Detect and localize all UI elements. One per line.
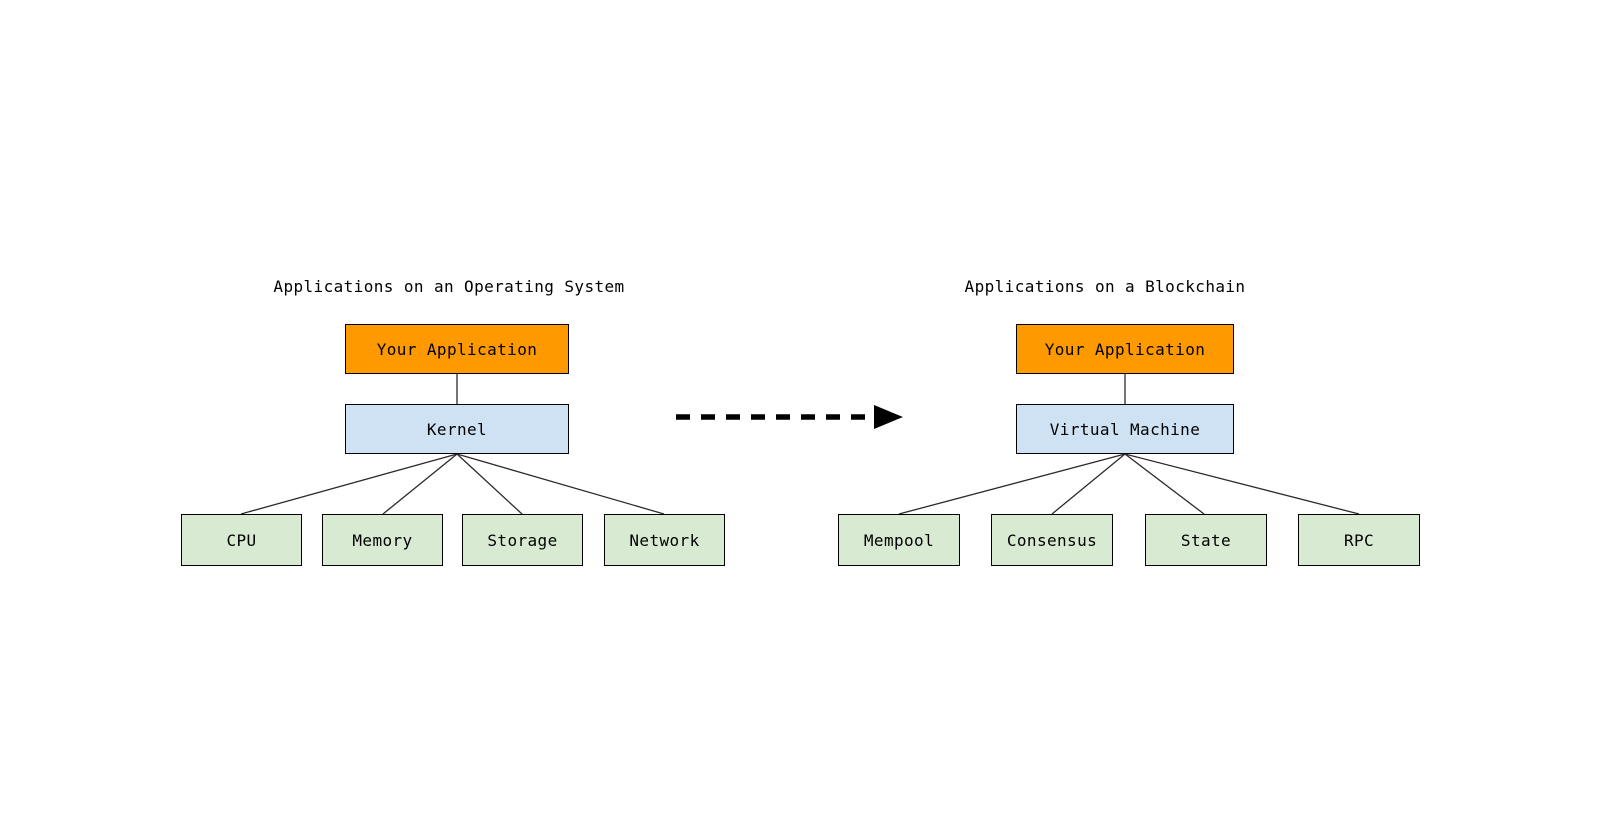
left-kernel-box: Kernel xyxy=(345,404,569,454)
right-your-application-box: Your Application xyxy=(1016,324,1234,374)
left-diagram-title: Applications on an Operating System xyxy=(273,277,625,296)
leaf-box-storage: Storage xyxy=(462,514,583,566)
leaf-label-memory: Memory xyxy=(352,530,413,550)
right-virtual-machine-box: Virtual Machine xyxy=(1016,404,1234,454)
leaf-label-mempool: Mempool xyxy=(863,530,935,550)
left-your-application-box: Your Application xyxy=(345,324,569,374)
leaf-label-state: State xyxy=(1180,530,1232,550)
leaf-label-cpu: CPU xyxy=(226,530,257,550)
leaf-label-consensus: Consensus xyxy=(1006,530,1098,550)
right-virtual-machine-label: Virtual Machine xyxy=(1049,419,1201,439)
right-your-application-label: Your Application xyxy=(1044,339,1206,359)
right-diagram-title: Applications on a Blockchain xyxy=(964,277,1246,296)
leaf-label-rpc: RPC xyxy=(1343,530,1375,550)
leaf-box-state: State xyxy=(1145,514,1267,566)
leaf-box-network: Network xyxy=(604,514,725,566)
left-your-application-label: Your Application xyxy=(376,339,538,359)
left-kernel-label: Kernel xyxy=(426,419,488,439)
leaf-label-network: Network xyxy=(629,530,700,550)
leaf-box-cpu: CPU xyxy=(181,514,302,566)
leaf-box-consensus: Consensus xyxy=(991,514,1113,566)
leaf-box-memory: Memory xyxy=(322,514,443,566)
dashed-arrow-icon xyxy=(676,405,903,429)
leaf-box-mempool: Mempool xyxy=(838,514,960,566)
leaf-box-rpc: RPC xyxy=(1298,514,1420,566)
leaf-label-storage: Storage xyxy=(487,530,558,550)
